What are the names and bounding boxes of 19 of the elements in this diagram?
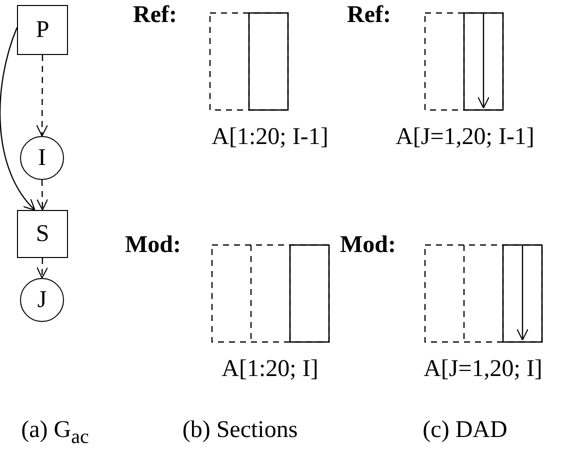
section-label: Mod: <box>125 232 181 259</box>
array-expression: A[J=1,20; I-1] <box>396 124 534 151</box>
arrow <box>0 27 36 211</box>
section-label: Ref: <box>133 2 177 29</box>
node-box: S <box>17 210 68 258</box>
node-circle: J <box>20 278 64 322</box>
array-expression: A[J=1,20; I] <box>424 356 542 383</box>
arrow <box>36 258 48 279</box>
caption: (c) DAD <box>422 417 508 444</box>
node-circle: I <box>20 136 64 180</box>
section-label: Mod: <box>340 232 396 259</box>
arrow <box>36 180 48 211</box>
array-expression: A[1:20; I] <box>222 356 318 383</box>
arrow <box>36 55 48 137</box>
section-label: Ref: <box>347 2 391 29</box>
caption: (a) G$_{ac}$ <box>21 417 89 449</box>
array-expression: A[1:20; I-1] <box>212 124 328 151</box>
node-box: P <box>17 5 68 55</box>
caption: (b) Sections <box>182 417 298 444</box>
